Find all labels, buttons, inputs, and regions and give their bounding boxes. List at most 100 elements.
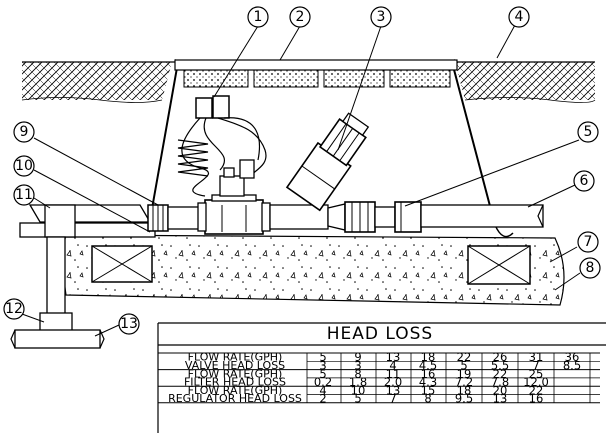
table-cell: 9 <box>354 350 361 364</box>
svg-text:8: 8 <box>586 260 595 276</box>
callout-9: 9 <box>13 121 35 143</box>
svg-text:2: 2 <box>296 9 305 25</box>
table-cell: 22 <box>493 367 508 381</box>
table-row-label: FLOW RATE(GPH) <box>188 367 283 380</box>
table-cell: 2.0 <box>384 375 402 389</box>
table-cell: 5 <box>319 367 326 381</box>
table-cell: 8.5 <box>563 358 581 372</box>
table-row-label: FILTER HEAD LOSS <box>184 376 286 389</box>
soil-left <box>22 62 172 100</box>
head-loss-table: HEAD LOSS FLOW RATE(GPH) 5 9 13 18 22 26 31 36VA… <box>157 322 606 433</box>
table-cell: 3 <box>354 358 361 372</box>
coiled-wire <box>177 139 209 177</box>
svg-text:9: 9 <box>20 124 29 140</box>
svg-text:10: 10 <box>15 158 33 174</box>
wye-filter <box>285 112 370 212</box>
table-cell: 7.8 <box>491 375 509 389</box>
table-cell: 11 <box>386 367 401 381</box>
callout-13: 13 <box>118 313 140 335</box>
svg-text:1: 1 <box>254 9 263 25</box>
riser-pipe <box>46 236 66 318</box>
table-row-label: FLOW RATE(GPH) <box>188 351 283 364</box>
callout-6: 6 <box>573 170 595 192</box>
table-cell: 31 <box>529 350 544 364</box>
callout-12: 12 <box>3 298 25 320</box>
svg-text:5: 5 <box>584 124 593 140</box>
tee-fitting <box>39 312 73 332</box>
callout-5: 5 <box>577 121 599 143</box>
table-cell: 25 <box>529 367 544 381</box>
callout-11: 11 <box>13 184 35 206</box>
callout-10: 10 <box>13 155 35 177</box>
table-cell: 5.5 <box>491 358 509 372</box>
table-cell: 22 <box>529 383 544 397</box>
table-cell: 15 <box>421 383 436 397</box>
svg-text:4: 4 <box>515 9 524 25</box>
table-row-label: REGULATOR HEAD LOSS <box>168 392 302 405</box>
table-cell: 4 <box>319 383 326 397</box>
lid-panel <box>389 69 451 88</box>
table-cell: 5 <box>354 392 361 406</box>
callout-8: 8 <box>579 257 601 279</box>
svg-text:3: 3 <box>377 9 386 25</box>
table-cell: 22 <box>457 350 472 364</box>
lateral-pipe <box>420 204 544 228</box>
callout-1: 1 <box>247 6 269 28</box>
table-cell: 8 <box>354 367 361 381</box>
table-title: HEAD LOSS <box>327 324 433 344</box>
table-row-label: VALVE HEAD LOSS <box>185 359 285 372</box>
table-cell: 20 <box>493 383 508 397</box>
table-cell: 10 <box>351 383 366 397</box>
table-cell: 7.2 <box>455 375 473 389</box>
table-cell: 13 <box>386 350 401 364</box>
svg-text:13: 13 <box>120 316 138 332</box>
table-cell: 36 <box>565 350 580 364</box>
female-adapter <box>394 201 422 233</box>
callout-7: 7 <box>577 231 599 253</box>
solenoid <box>219 175 245 197</box>
table-cell: 16 <box>421 367 436 381</box>
table-cell: 5 <box>319 350 326 364</box>
table-cell: 16 <box>529 392 544 406</box>
table-cell: 0.2 <box>314 375 332 389</box>
table-cell: 12.0 <box>523 375 549 389</box>
table-cell: 13 <box>493 392 508 406</box>
table-cell: 5 <box>460 358 467 372</box>
table-cell: 4.3 <box>419 375 437 389</box>
svg-text:11: 11 <box>15 187 33 203</box>
table-cell: 2 <box>319 392 326 406</box>
callout-4: 4 <box>508 6 530 28</box>
table-cell: 9.5 <box>455 392 473 406</box>
lid-panel <box>183 69 249 88</box>
table-cell: 19 <box>457 367 472 381</box>
supply-pipe <box>19 222 156 238</box>
table-cell: 18 <box>421 350 436 364</box>
table-cell: 7 <box>389 392 396 406</box>
control-valve <box>204 199 264 235</box>
mainline-pipe <box>14 329 101 349</box>
leader-lines <box>21 24 581 337</box>
table-cell: 18 <box>457 383 472 397</box>
table-cell: 26 <box>493 350 508 364</box>
table-cell: 3 <box>319 358 326 372</box>
svg-text:6: 6 <box>580 173 589 189</box>
soil-right <box>455 62 595 100</box>
svg-text:7: 7 <box>584 234 593 250</box>
table-cell: 1.8 <box>349 375 367 389</box>
table-cell: 13 <box>386 383 401 397</box>
lid-panel <box>323 69 385 88</box>
svg-text:12: 12 <box>5 301 23 317</box>
wire-connector <box>212 95 230 119</box>
table-cell: 7 <box>532 358 539 372</box>
table-cell: 4.5 <box>419 358 437 372</box>
callout-2: 2 <box>289 6 311 28</box>
valve-box-lid <box>174 59 458 71</box>
table-row-label: FLOW RATE(GPH) <box>188 384 283 397</box>
lid-panel <box>253 69 319 88</box>
wire-connector <box>195 97 213 119</box>
callout-3: 3 <box>370 6 392 28</box>
table-cell: 4 <box>389 358 396 372</box>
table-cell: 8 <box>424 392 431 406</box>
